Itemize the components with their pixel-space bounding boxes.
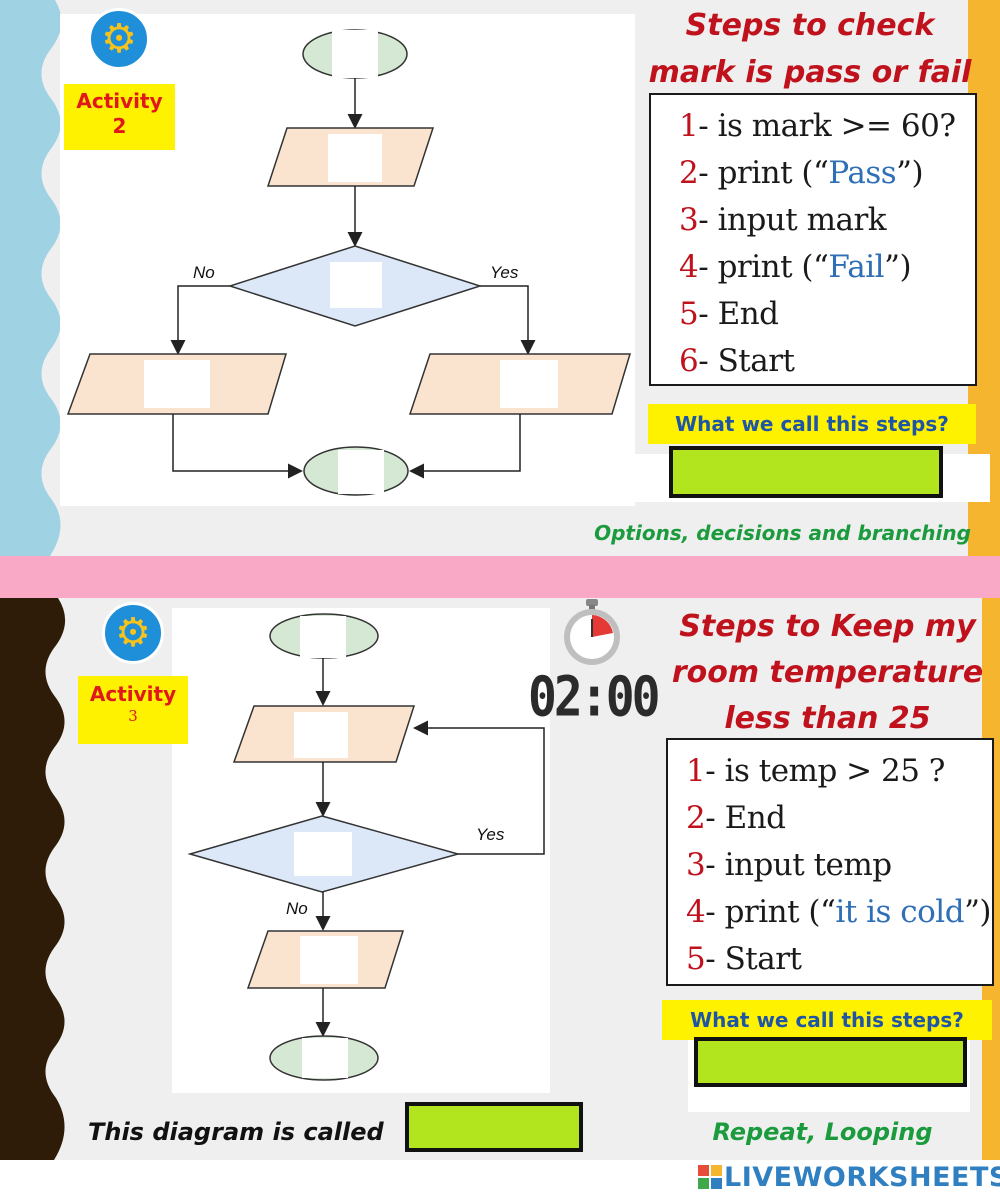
liveworksheets-logo-text: LIVEWORKSHEETS: [724, 1162, 1000, 1193]
step-number: 1: [679, 108, 699, 144]
step-number: 2: [686, 800, 706, 836]
step-text: - print (“: [705, 894, 836, 930]
activity2-step-3: 3- input mark: [679, 197, 975, 244]
activity3-answer-box[interactable]: [694, 1037, 967, 1087]
activity2-answer-box[interactable]: [669, 446, 943, 498]
step-number: 4: [679, 249, 699, 285]
wavy-left-border: [0, 0, 62, 556]
step-text: - Start: [698, 343, 795, 379]
activity2-step-1: 1- is mark >= 60?: [679, 103, 975, 150]
stopwatch-icon: [564, 599, 620, 665]
activity3-step-5: 5- Start: [686, 936, 992, 983]
step-text: - End: [698, 296, 779, 332]
activity2-step-6: 6- Start: [679, 338, 975, 385]
step-text: - End: [705, 800, 786, 836]
gear-icon: ⚙: [102, 602, 164, 664]
step-number: 5: [686, 941, 706, 977]
step-number: 3: [679, 202, 699, 238]
step-text: - input temp: [705, 847, 892, 883]
activity-3-badge: Activity 3: [78, 676, 188, 744]
activity3-step-3: 3- input temp: [686, 842, 992, 889]
step-text: - input mark: [698, 202, 887, 238]
footer: [0, 1160, 1000, 1198]
step-text: ”): [964, 894, 992, 930]
flowchart-diagram-2: Yes No: [187, 613, 545, 1081]
step-text: Fail: [828, 249, 885, 285]
activity3-step-1: 1- is temp > 25 ?: [686, 748, 992, 795]
step-text: - Start: [705, 941, 802, 977]
step-text: ”): [896, 155, 924, 191]
activity2-hint: Options, decisions and branching: [594, 521, 971, 545]
activity3-question: What we call this steps?: [662, 1000, 992, 1040]
activity-2-badge: Activity 2: [64, 84, 175, 150]
step-text: - print (“: [698, 249, 829, 285]
diagram-called-label: This diagram is called: [88, 1118, 384, 1146]
step-text: - is mark >= 60?: [698, 108, 956, 144]
step-text: - is temp > 25 ?: [705, 753, 945, 789]
yes-label: Yes: [476, 825, 505, 844]
step-text: ”): [884, 249, 912, 285]
activity-3-number: 3: [128, 707, 138, 725]
yes-label: Yes: [490, 263, 519, 282]
gear-icon: ⚙: [88, 8, 150, 70]
activity-3-word: Activity: [89, 682, 177, 706]
step-text: it is cold: [835, 894, 965, 930]
activity2-step-2: 2- print (“Pass”): [679, 150, 975, 197]
liveworksheets-logo-icon: [698, 1165, 722, 1189]
step-number: 6: [679, 343, 699, 379]
activity2-steps-list: 1- is mark >= 60?2- print (“Pass”)3- inp…: [649, 93, 977, 386]
activity2-question: What we call this steps?: [648, 404, 976, 444]
step-number: 2: [679, 155, 699, 191]
no-label: No: [193, 263, 215, 282]
activity3-step-2: 2- End: [686, 795, 992, 842]
no-label: No: [286, 899, 308, 918]
wavy-left-border-dark: [0, 598, 66, 1160]
section-divider: [0, 556, 1000, 598]
step-number: 5: [679, 296, 699, 332]
step-text: - print (“: [698, 155, 829, 191]
activity2-step-4: 4- print (“Fail”): [679, 244, 975, 291]
step-number: 1: [686, 753, 706, 789]
activity2-step-5: 5- End: [679, 291, 975, 338]
step-text: Pass: [828, 155, 897, 191]
activity3-title: Steps to Keep my room temperature less t…: [671, 609, 984, 736]
activity3-hint: Repeat, Looping: [712, 1118, 933, 1146]
activity2-title: Steps to check mark is pass or fail: [648, 8, 972, 90]
step-number: 4: [686, 894, 706, 930]
diagram-name-answer-box[interactable]: [405, 1102, 583, 1152]
countdown-timer: 02:00: [528, 665, 661, 730]
activity3-step-4: 4- print (“it is cold”): [686, 889, 992, 936]
flowchart-diagram: No Yes: [66, 29, 632, 496]
step-number: 3: [686, 847, 706, 883]
